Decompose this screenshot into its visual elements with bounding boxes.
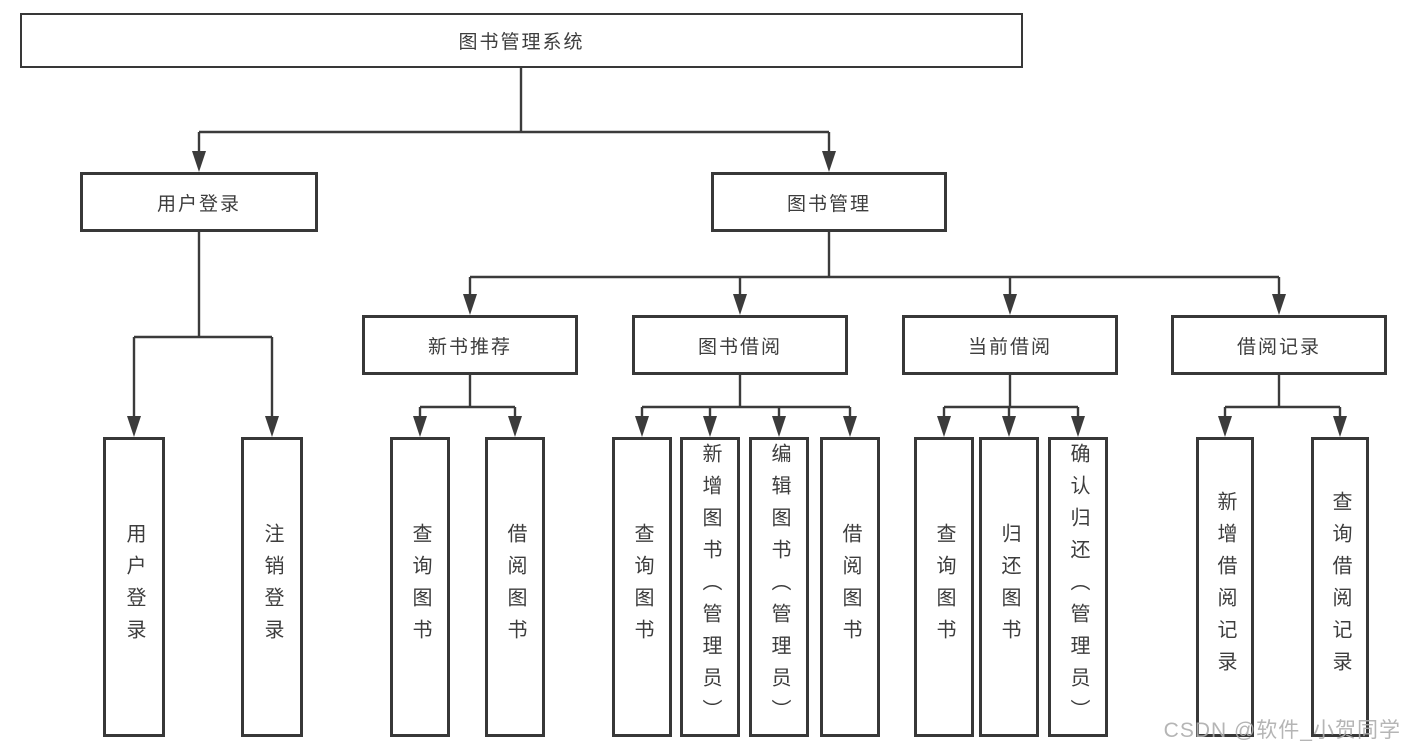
csdn-watermark: CSDN @软件_小贺同学 xyxy=(1163,719,1401,742)
leaf-current-confirm-return-admin: 确认归还（管理员） xyxy=(1048,437,1108,737)
leaf-borrowing-query-books: 查询图书 xyxy=(612,437,672,737)
node-borrow-records: 借阅记录 xyxy=(1171,315,1387,375)
leaf-records-query-record: 查询借阅记录 xyxy=(1311,437,1369,737)
node-book-management: 图书管理 xyxy=(711,172,947,232)
node-borrow-records-label: 借阅记录 xyxy=(1236,336,1321,358)
leaf-logout: 注销登录 xyxy=(241,437,303,737)
leaf-current-return-books: 归还图书 xyxy=(979,437,1039,737)
node-current-borrowing-label: 当前借阅 xyxy=(967,336,1052,358)
node-user-login-label: 用户登录 xyxy=(156,193,241,215)
leaf-records-add-record: 新增借阅记录 xyxy=(1196,437,1254,737)
node-new-book-recommend: 新书推荐 xyxy=(362,315,578,375)
leaf-current-query-books: 查询图书 xyxy=(914,437,974,737)
leaf-recommend-borrow-books: 借阅图书 xyxy=(485,437,545,737)
node-book-management-label: 图书管理 xyxy=(786,193,871,215)
leaf-borrowing-borrow-books: 借阅图书 xyxy=(820,437,880,737)
node-new-book-recommend-label: 新书推荐 xyxy=(427,336,512,358)
node-user-login: 用户登录 xyxy=(80,172,318,232)
node-book-borrowing-label: 图书借阅 xyxy=(697,336,782,358)
node-book-borrowing: 图书借阅 xyxy=(632,315,848,375)
node-library-management-system-label: 图书管理系统 xyxy=(458,32,585,53)
leaf-borrowing-add-books-admin: 新增图书（管理员） xyxy=(680,437,740,737)
leaf-borrowing-edit-books-admin: 编辑图书（管理员） xyxy=(749,437,809,737)
node-current-borrowing: 当前借阅 xyxy=(902,315,1118,375)
leaf-recommend-query-books: 查询图书 xyxy=(390,437,450,737)
node-library-management-system: 图书管理系统 xyxy=(20,13,1023,68)
leaf-user-login: 用户登录 xyxy=(103,437,165,737)
